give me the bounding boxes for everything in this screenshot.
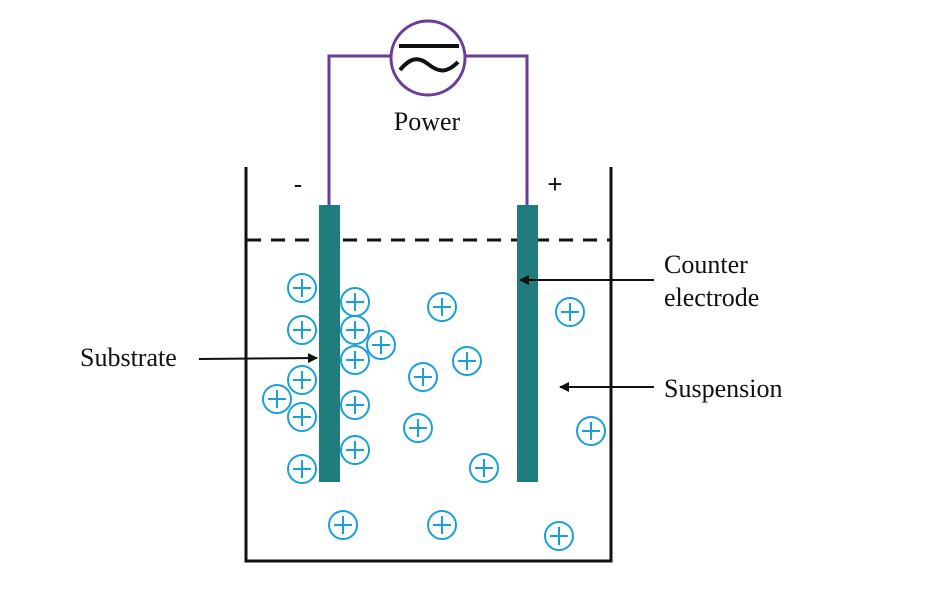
counter-electrode-label-line2: electrode	[664, 283, 759, 312]
positive-particle-icon	[452, 346, 482, 376]
positive-particle-icon	[544, 521, 574, 551]
positive-particle-icon	[340, 390, 370, 420]
charged-particles	[262, 273, 606, 551]
positive-particle-icon	[287, 273, 317, 303]
positive-particle-icon	[403, 413, 433, 443]
positive-particle-icon	[576, 416, 606, 446]
substrate-arrow	[198, 353, 318, 364]
ac-power-source-icon	[389, 19, 467, 97]
substrate-label: Substrate	[80, 343, 177, 372]
positive-particle-icon	[328, 510, 358, 540]
counter-electrode	[517, 205, 538, 482]
substrate-electrode	[319, 205, 340, 482]
positive-sign: +	[547, 169, 562, 199]
positive-particle-icon	[469, 453, 499, 483]
positive-particle-icon	[427, 510, 457, 540]
positive-particle-icon	[262, 384, 292, 414]
negative-sign: -	[294, 169, 303, 199]
positive-particle-icon	[287, 365, 317, 395]
wire-left	[327, 54, 392, 206]
positive-particle-icon	[287, 315, 317, 345]
positive-particle-icon	[340, 287, 370, 317]
positive-particle-icon	[340, 345, 370, 375]
positive-particle-icon	[287, 402, 317, 432]
positive-particle-icon	[340, 315, 370, 345]
wire-right	[465, 54, 529, 206]
positive-particle-icon	[340, 435, 370, 465]
suspension-label: Suspension	[664, 374, 782, 403]
positive-particle-icon	[408, 362, 438, 392]
counter-electrode-label-line1: Counter	[664, 250, 748, 279]
positive-particle-icon	[287, 454, 317, 484]
container	[244, 167, 613, 563]
positive-particle-icon	[555, 297, 585, 327]
positive-particle-icon	[366, 330, 396, 360]
power-label: Power	[394, 107, 461, 136]
positive-particle-icon	[427, 292, 457, 322]
